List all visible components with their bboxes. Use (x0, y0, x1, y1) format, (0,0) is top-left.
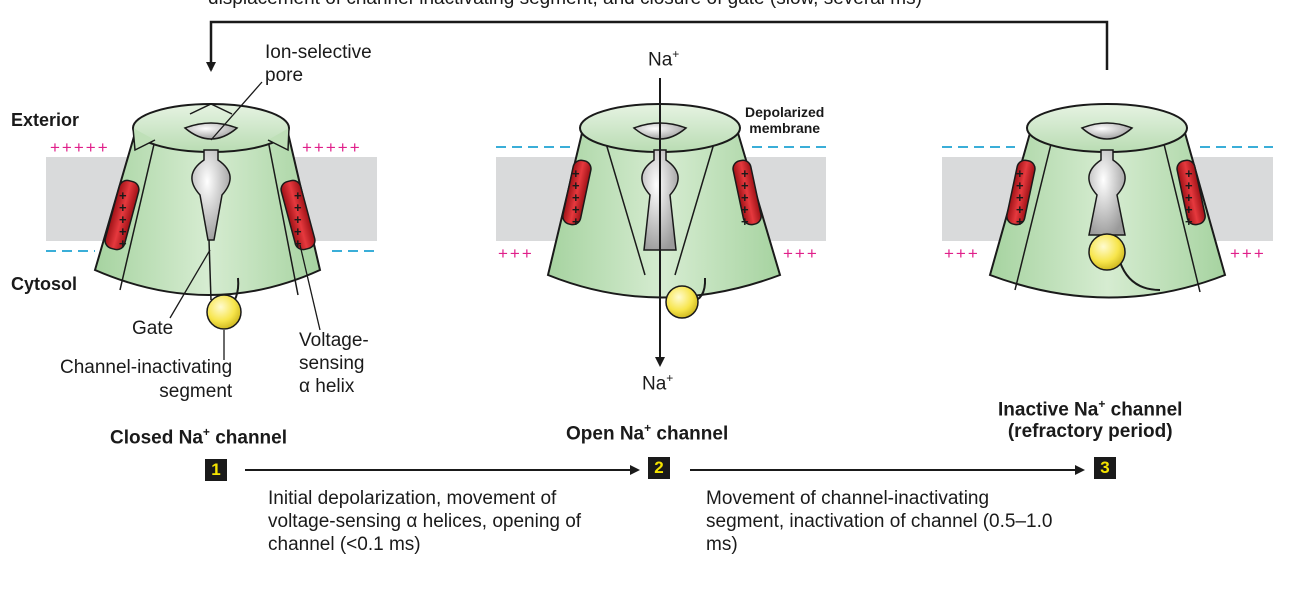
inactive-channel-title: Inactive Na+ channel (refractory period) (998, 397, 1183, 443)
exterior-label: Exterior (11, 110, 80, 130)
channel-inactivating-segment-label: Channel-inactivating segment (60, 357, 233, 402)
sodium-ion-top-label: Na+ (648, 47, 680, 71)
step-2-badge: 2 (648, 457, 670, 479)
feedback-arrow (206, 20, 1109, 72)
depolarized-membrane-label: Depolarized membrane (745, 104, 825, 137)
step-3-badge: 3 (1094, 457, 1116, 479)
plus-charges-cytosol-2-left: +++ (498, 244, 534, 263)
plus-charges-cytosol-2-right: +++ (783, 244, 819, 263)
helix-charges: +++++ (119, 188, 127, 251)
transition-2-description: Movement of channel-inactivating segment… (706, 488, 1053, 555)
helix-charges: +++++ (741, 166, 749, 229)
inactive-channel (988, 103, 1227, 299)
open-channel (546, 78, 782, 367)
cytosol-label: Cytosol (11, 274, 78, 294)
plus-charges-exterior-right: +++++ (302, 138, 362, 157)
closed-channel-title: Closed Na+ channel (110, 425, 288, 449)
open-channel-title: Open Na+ channel (566, 421, 729, 445)
plus-charges-exterior-left: +++++ (50, 138, 110, 157)
pore-leader (210, 81, 263, 141)
helix-charges: +++++ (572, 166, 580, 229)
inactivating-ball (665, 285, 699, 319)
helix-charges: +++++ (1185, 166, 1193, 229)
top-caption: displacement of channel-inactivating seg… (208, 0, 922, 10)
sodium-ion-bottom-label: Na+ (642, 371, 674, 395)
gate-label: Gate (132, 318, 174, 339)
transition-1-description: Initial depolarization, movement of volt… (268, 488, 582, 555)
gate-leader (169, 249, 211, 319)
helix-charges: +++++ (1016, 166, 1024, 229)
plus-charges-cytosol-3-right: +++ (1230, 244, 1266, 263)
voltage-sensing-helix-label: Voltage- sensing α helix (299, 330, 369, 397)
inactivating-ball (206, 294, 242, 330)
helix-charges: +++++ (294, 188, 302, 251)
plus-charges-cytosol-3-left: +++ (944, 244, 980, 263)
ion-selective-pore-label: Ion-selective pore (265, 42, 372, 86)
closed-channel (93, 103, 322, 330)
helix-leader (299, 244, 321, 331)
step-1-badge: 1 (205, 459, 227, 481)
inactivating-ball (1088, 233, 1126, 271)
